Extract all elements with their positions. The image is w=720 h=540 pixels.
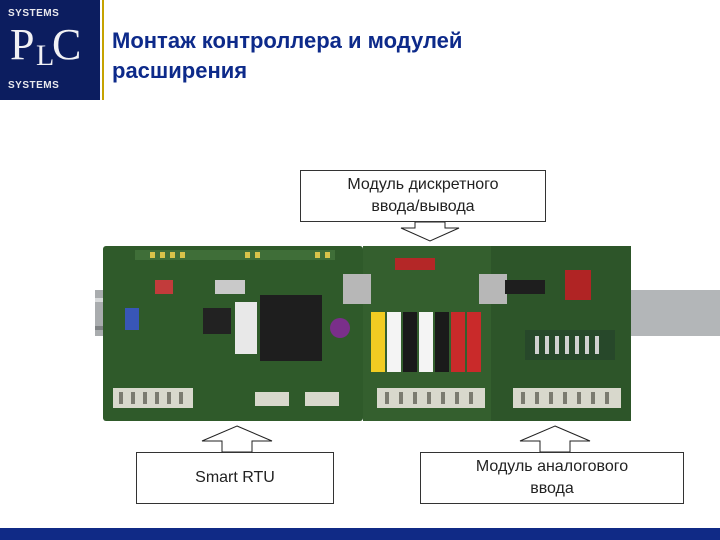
callout-analog-input-module: Модуль аналогового ввода: [420, 452, 684, 504]
callout-discrete-line1: Модуль дискретного: [347, 176, 499, 193]
plc-systems-logo: SYSTEMS P L C SYSTEMS: [0, 0, 100, 100]
slide-title-line2: расширения: [112, 58, 248, 83]
arrow-up-to-smart-rtu: [201, 425, 273, 453]
plc-modules-photo: [95, 240, 720, 425]
slide-header: SYSTEMS P L C SYSTEMS Монтаж контроллера…: [0, 0, 720, 100]
slide-footer-bar: [0, 528, 720, 540]
arrow-up-to-analog-module: [519, 425, 591, 453]
logo-letter-l: L: [36, 39, 55, 72]
slide-title-line1: Монтаж контроллера и модулей: [112, 28, 463, 53]
callout-smart-rtu-label: Smart RTU: [195, 469, 275, 486]
arrow-down-to-discrete-module: [400, 222, 460, 242]
callout-discrete-line2: ввода/вывода: [371, 198, 475, 215]
callout-analog-line1: Модуль аналогового: [475, 458, 629, 475]
logo-mark: P L C: [8, 20, 92, 78]
logo-bottom-text: SYSTEMS: [8, 80, 60, 91]
callout-analog-line2: ввода: [530, 480, 574, 497]
header-divider: [102, 0, 104, 100]
logo-letter-c: C: [52, 20, 82, 69]
slide-title: Монтаж контроллера и модулей расширения: [112, 26, 672, 86]
logo-top-text: SYSTEMS: [8, 8, 60, 19]
callout-discrete-io-module: Модуль дискретного ввода/вывода: [300, 170, 546, 222]
logo-letter-p: P: [10, 20, 35, 69]
callout-smart-rtu: Smart RTU: [136, 452, 334, 504]
pcb-illustration: [95, 246, 720, 421]
